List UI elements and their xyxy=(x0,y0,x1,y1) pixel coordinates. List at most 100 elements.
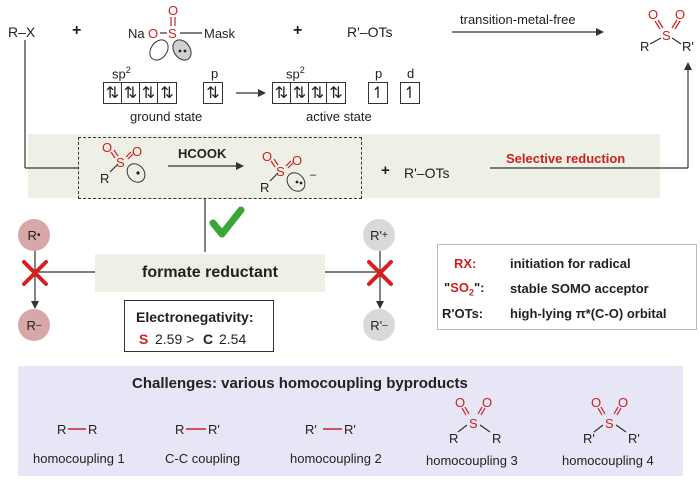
right-o1: O xyxy=(262,149,273,164)
so2-value: stable SOMO acceptor xyxy=(510,281,649,296)
hc3-right: R xyxy=(492,431,502,446)
hc3-label: homocoupling 3 xyxy=(426,453,518,468)
hc4-label: homocoupling 4 xyxy=(562,453,654,468)
sp2-label-active: sp2 xyxy=(286,65,305,82)
hc3-o1: O xyxy=(455,395,466,410)
orbital-cell: ↿ xyxy=(371,85,385,102)
sp2-text: sp xyxy=(112,66,126,82)
radical-r: R xyxy=(27,227,37,243)
challenges-panel xyxy=(18,366,683,476)
active-d-orbital: ↿ xyxy=(400,82,420,104)
orbital-cell: ⇅ xyxy=(104,83,122,103)
orbital-cell: ↿ xyxy=(403,85,417,102)
hc3-o2: O xyxy=(482,395,493,410)
anion-sign: – xyxy=(35,319,42,331)
sodium-label: Na xyxy=(128,26,145,41)
cc-label: C-C coupling xyxy=(165,451,241,466)
so2-subscript: 2 xyxy=(468,287,474,298)
d-label-active: d xyxy=(407,66,415,81)
orbital-cell: ⇅ xyxy=(140,83,158,103)
rx-key: RX: xyxy=(454,256,477,271)
active-sp2-orbitals: ⇅ ⇅ ⇅ ⇅ xyxy=(272,82,346,104)
orbital-cell: ⇅ xyxy=(160,85,174,102)
tosylate-in-band: R'–OTs xyxy=(404,165,450,181)
sp2-label-ground: sp2 xyxy=(112,65,131,82)
plus-sign: + xyxy=(72,22,82,39)
ground-state-label: ground state xyxy=(130,109,203,124)
quote-close: ": xyxy=(473,280,485,295)
orbital-cell: ⇅ xyxy=(273,83,291,103)
selective-reduction-label: Selective reduction xyxy=(506,151,626,166)
hc4-o2: O xyxy=(618,395,629,410)
right-r: R xyxy=(260,180,270,195)
cation-sign: + xyxy=(382,229,388,241)
so2-text: SO xyxy=(450,280,469,295)
electronegativity-title: Electronegativity: xyxy=(136,309,254,325)
cation-circle: R'+ xyxy=(363,219,395,251)
hc1-right: R xyxy=(88,422,98,437)
hc4-left: R' xyxy=(583,431,595,446)
active-state-label: active state xyxy=(306,109,372,124)
hc2-right: R' xyxy=(344,422,356,437)
hc1-label: homocoupling 1 xyxy=(33,451,125,466)
orbital-cell: ⇅ xyxy=(309,83,327,103)
right-s: S xyxy=(276,164,285,179)
carbon-value: 2.54 xyxy=(219,331,247,347)
hc3-left: R xyxy=(449,431,459,446)
p-label-active: p xyxy=(375,66,383,81)
alkyl-tosylate: R'–OTs xyxy=(347,24,393,40)
role-info-box: RX: initiation for radical "SO2": stable… xyxy=(437,244,697,330)
cc-left: R xyxy=(175,422,185,437)
hc3-s: S xyxy=(469,416,478,431)
right-o2: O xyxy=(292,153,303,168)
carbon-symbol: C xyxy=(203,331,214,347)
hc4-o1: O xyxy=(591,395,602,410)
active-p-orbital: ↿ xyxy=(368,82,388,104)
mask-label: Mask xyxy=(204,26,236,41)
sp2-text: sp xyxy=(286,66,300,82)
hcook-label: HCOOK xyxy=(178,146,227,161)
product-rprime: R' xyxy=(682,39,694,54)
product-r: R xyxy=(640,39,650,54)
left-s: S xyxy=(116,155,125,170)
anion-charge: – xyxy=(310,169,317,181)
so2-key: "SO2": xyxy=(444,281,484,298)
rx-value: initiation for radical xyxy=(510,256,631,271)
left-o1: O xyxy=(102,140,113,155)
radical-dot: • xyxy=(36,229,41,241)
anion-rprime: R' xyxy=(370,317,383,333)
rx-reagent: R–X xyxy=(8,24,36,40)
cc-right: R' xyxy=(208,422,220,437)
ground-sp2-orbitals: ⇅ ⇅ ⇅ ⇅ xyxy=(103,82,177,104)
anion-circle-left: R– xyxy=(18,309,50,341)
anion-r: R xyxy=(26,317,36,333)
rots-value: high-lying π*(C-O) orbital xyxy=(510,306,667,321)
sp2-sup: 2 xyxy=(125,65,131,75)
p-label-ground: p xyxy=(211,66,219,81)
rots-key: R'OTs: xyxy=(442,306,484,321)
hc4-right: R' xyxy=(628,431,640,446)
hc2-left: R' xyxy=(305,422,317,437)
sp2-sup: 2 xyxy=(299,65,305,75)
anion-circle-right: R'– xyxy=(363,309,395,341)
plus-sign: + xyxy=(381,162,390,179)
orbital-cell: ⇅ xyxy=(329,85,343,102)
quote-open: " xyxy=(444,280,451,295)
sulfinate-oxygen: O xyxy=(148,26,159,41)
sulfinate-reduction-box xyxy=(78,137,362,199)
product-s: S xyxy=(662,28,671,43)
orbital-cell: ⇅ xyxy=(122,83,140,103)
cation-r: R' xyxy=(370,227,383,243)
hc4-s: S xyxy=(605,416,614,431)
sulfinate-sulfur: S xyxy=(168,26,177,41)
challenges-title: Challenges: various homocoupling byprodu… xyxy=(132,375,468,392)
hc1-left: R xyxy=(57,422,67,437)
plus-sign: + xyxy=(293,22,303,39)
